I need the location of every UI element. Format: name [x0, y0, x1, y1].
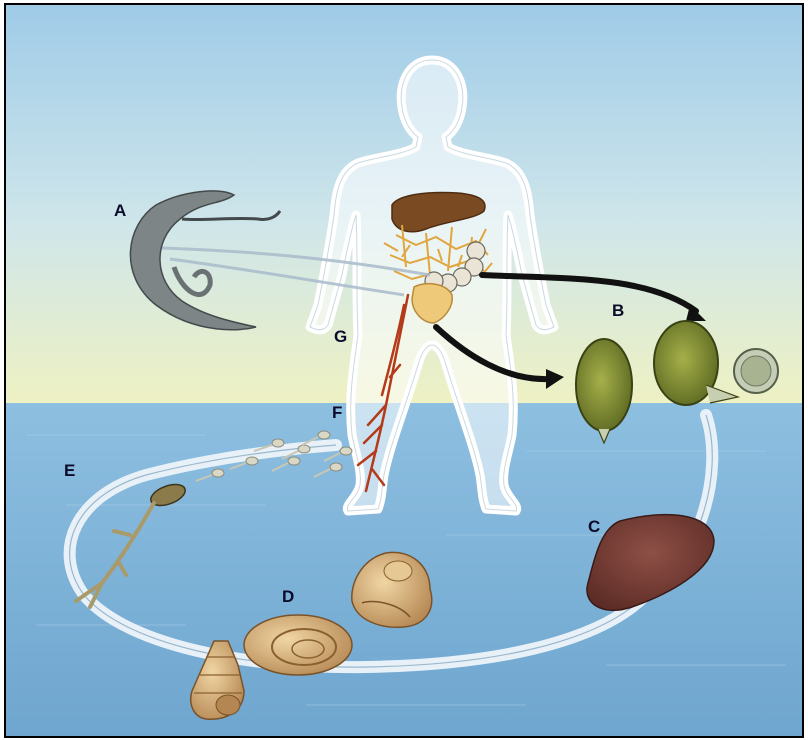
label-d-snail: D [282, 587, 294, 607]
label-e-cercaria: E [64, 461, 75, 481]
life-cycle-diagram [6, 5, 802, 736]
label-a-adult-worm: A [114, 201, 126, 221]
label-g-venous-plexus: G [334, 327, 347, 347]
egg-round [734, 349, 778, 393]
label-b-eggs: B [612, 301, 624, 321]
snail-planorbid [244, 615, 352, 675]
label-c-sporocyst: C [588, 517, 600, 537]
label-f-penetration: F [332, 403, 342, 423]
diagram-frame: A B C D E F G [4, 3, 804, 738]
